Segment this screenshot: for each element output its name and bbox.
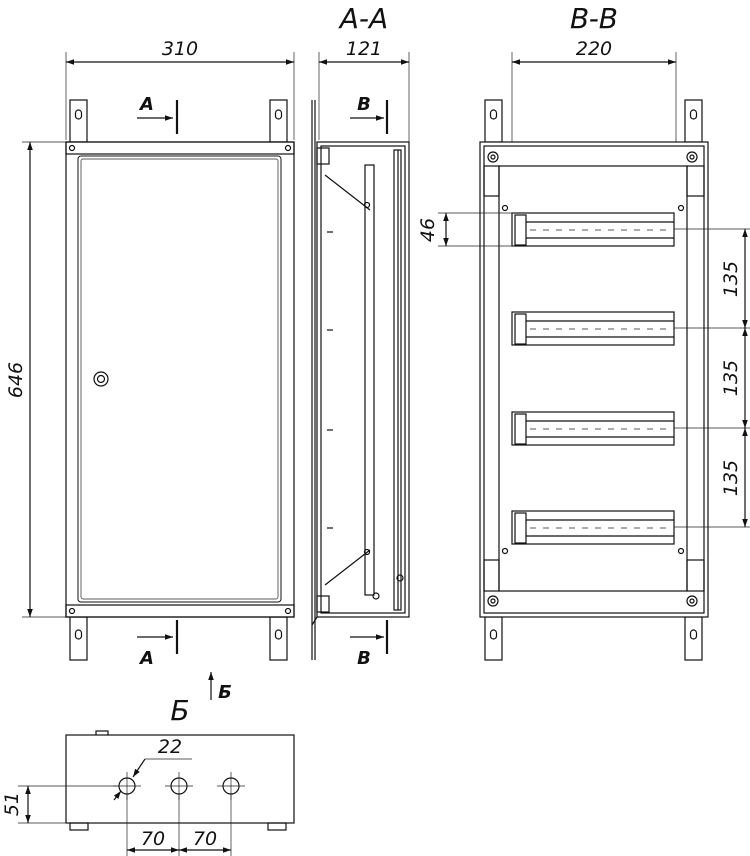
section-aa-view: A-A 121 [311, 2, 410, 669]
section-a-letter-top: A [138, 94, 154, 115]
section-a-marker-top: A [137, 94, 179, 134]
section-aa-title: A-A [338, 2, 388, 35]
rail-height-label: 46 [417, 218, 439, 242]
section-bb-width-label: 220 [576, 38, 612, 60]
front-view: 310 646 [5, 38, 295, 669]
bottom-brackets [69, 616, 288, 661]
section-bb-width-dimension: 220 [511, 38, 677, 142]
rail-spacing-dimensions: 135 135 135 [674, 228, 750, 528]
din-rail-1 [511, 212, 675, 247]
section-a-letter-bottom: A [138, 648, 154, 669]
section-b-marker-bottom: B [350, 620, 389, 669]
hole-spacing-label-1: 70 [141, 828, 165, 850]
din-rail-4 [511, 510, 675, 545]
section-aa-depth-label: 121 [346, 38, 382, 60]
front-width-label: 310 [162, 38, 198, 60]
bottom-view-body [65, 730, 295, 831]
rail-spacing-label-2: 135 [720, 360, 742, 396]
section-bb-title: B-B [570, 2, 618, 35]
bottom-view-arrow: Б [208, 672, 232, 703]
rail-height-dimension: 46 [417, 212, 515, 247]
din-rail-3 [511, 411, 675, 446]
section-b-letter-top: B [357, 94, 371, 115]
section-a-marker-bottom: A [137, 620, 179, 669]
front-width-dimension: 310 [65, 38, 295, 140]
front-cabinet-body [65, 141, 295, 618]
door-lock-icon [93, 371, 109, 387]
bottom-view: Б 22 [1, 694, 295, 856]
hole-diameter-label: 22 [158, 736, 182, 758]
hole-height-label: 51 [1, 792, 23, 816]
rail-spacing-label-3: 135 [720, 460, 742, 496]
section-b-marker-top: B [350, 94, 389, 134]
front-height-dimension: 646 [5, 141, 70, 618]
section-bb-view: B-B 220 [417, 2, 750, 661]
section-b-letter-bottom: B [357, 648, 371, 669]
hole-spacing-label-2: 70 [193, 828, 217, 850]
top-brackets [69, 99, 288, 143]
front-height-label: 646 [5, 362, 27, 398]
rail-spacing-label-1: 135 [720, 261, 742, 297]
hole-spacing-dimensions: 70 70 [126, 794, 232, 856]
section-aa-body [311, 100, 410, 660]
hole-diameter-dimension: 22 [113, 736, 192, 801]
section-bb-brackets [484, 99, 703, 661]
section-aa-depth-dimension: 121 [318, 38, 410, 142]
bottom-view-arrow-label: Б [218, 682, 232, 703]
hole-height-dimension: 51 [1, 785, 119, 824]
bottom-view-title: Б [170, 694, 189, 727]
section-bb-body [479, 141, 709, 618]
din-rail-2 [511, 311, 675, 346]
door-panel [77, 155, 282, 603]
